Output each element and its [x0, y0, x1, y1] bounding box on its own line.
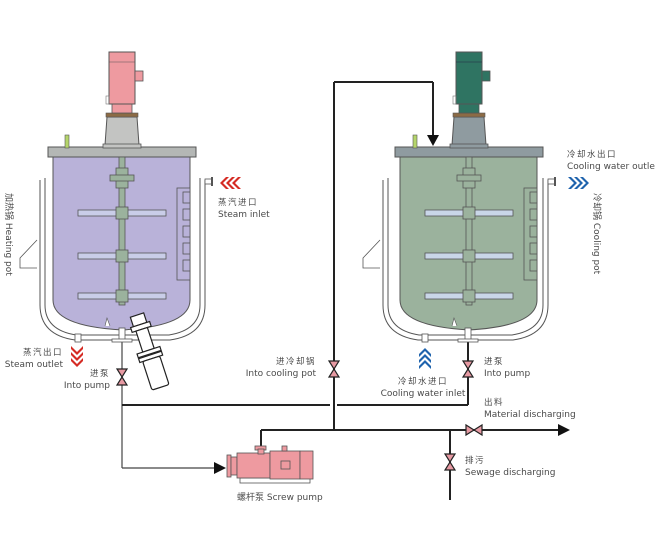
- label-steam-outlet-cn: 蒸汽出口: [23, 347, 63, 358]
- heating-agitator-shaft: [118, 156, 126, 306]
- label-into-pump-right-cn: 进泵: [484, 357, 504, 367]
- cooling-motor: [452, 51, 491, 114]
- label-steam-outlet-en: Steam outlet: [5, 360, 64, 370]
- cooling-sight-glass: [412, 134, 418, 149]
- label-sewage-discharging-en: Sewage discharging: [465, 468, 555, 478]
- valve-into-cooling-pot[interactable]: [327, 360, 341, 378]
- label-into-cooling-pot-en: Into cooling pot: [246, 369, 317, 379]
- label-sewage-discharging-cn: 排污: [465, 455, 485, 466]
- valve-into-pump-left[interactable]: [115, 368, 129, 386]
- label-screw-pump-en: Screw pump: [267, 493, 323, 503]
- svg-text:冷却锅 Cooling pot: 冷却锅 Cooling pot: [591, 193, 603, 275]
- label-material-discharging-en: Material discharging: [484, 410, 576, 420]
- heating-lid: [47, 146, 197, 158]
- steam-outlet-chevrons: [71, 346, 83, 367]
- label-cooling-water-outlet-cn: 冷却水出口: [567, 149, 617, 160]
- label-cooling-water-inlet-cn: 冷却水进口: [398, 376, 448, 387]
- cooling-support-lug: [362, 239, 381, 269]
- heating-motor: [105, 51, 144, 114]
- cooling-water-outlet-chevrons: [568, 177, 589, 189]
- discharge-arrow: [558, 424, 570, 436]
- heating-sight-glass: [64, 134, 70, 149]
- heating-bottom-mixer: [129, 312, 170, 391]
- label-heating-pot: 加热锅 Heating pot: [3, 193, 15, 276]
- label-into-cooling-pot-cn: 进冷却锅: [276, 356, 316, 367]
- valve-material-discharging[interactable]: [465, 423, 483, 437]
- label-steam-inlet-cn: 蒸汽进口: [218, 197, 258, 208]
- heating-support-lug: [19, 239, 38, 269]
- steam-inlet-chevrons: [220, 177, 241, 189]
- label-cooling-pot-en: Cooling pot: [591, 223, 601, 275]
- label-cooling-pot: 冷却锅 Cooling pot: [591, 193, 603, 275]
- heating-pot: [19, 51, 213, 343]
- label-screw-pump-cn: 螺杆泵: [237, 491, 264, 503]
- label-cooling-pot-cn: 冷却锅: [591, 193, 603, 220]
- label-cooling-water-outlet-en: Cooling water outlet: [567, 162, 655, 172]
- label-into-pump-right-en: Into pump: [484, 369, 530, 379]
- label-into-pump-left-en: Into pump: [64, 381, 110, 391]
- cooling-water-inlet-chevrons: [419, 348, 431, 369]
- label-screw-pump: 螺杆泵 Screw pump: [237, 491, 323, 503]
- pump-inlet-arrow: [214, 462, 226, 474]
- svg-text:加热锅 Heating pot: 加热锅 Heating pot: [3, 193, 15, 276]
- valve-sewage[interactable]: [443, 453, 457, 471]
- heating-paddles: [77, 206, 167, 303]
- label-steam-inlet-en: Steam inlet: [218, 210, 270, 220]
- label-cooling-water-inlet-en: Cooling water inlet: [381, 389, 466, 399]
- cooling-lid: [394, 146, 544, 158]
- valve-into-pump-right[interactable]: [461, 360, 475, 378]
- cooling-pot-inlet-arrow: [427, 135, 439, 146]
- label-into-pump-left-cn: 进泵: [90, 369, 110, 379]
- label-heating-pot-cn: 加热锅: [3, 193, 15, 220]
- cooling-gearbox-base: [451, 116, 487, 146]
- cooling-pot: [362, 51, 556, 343]
- label-material-discharging-cn: 出料: [484, 397, 504, 408]
- cooling-paddles: [424, 206, 514, 303]
- screw-pump: [226, 445, 314, 484]
- cooling-agitator-shaft: [465, 156, 473, 306]
- heating-gearbox-base: [104, 116, 140, 146]
- label-heating-pot-en: Heating pot: [3, 223, 13, 276]
